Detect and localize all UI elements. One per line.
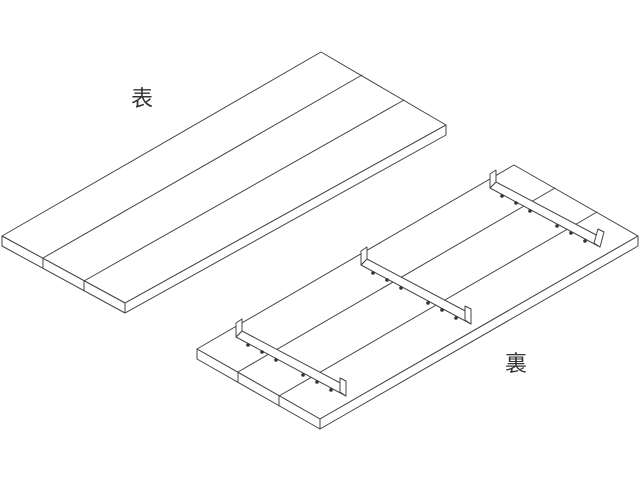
- front-board-seam-2: [83, 99, 405, 282]
- bracket-front-hole: [329, 388, 333, 392]
- bracket-front-hole: [246, 343, 250, 347]
- bracket-middle: [360, 246, 472, 325]
- bracket-middle-hole: [454, 316, 458, 320]
- bracket-front-end-tab: [339, 377, 347, 397]
- bracket-front-hole: [301, 373, 305, 377]
- back-side-label: 裏: [505, 352, 528, 377]
- front-board-seam-1: [42, 74, 363, 259]
- back-board-right-edge: [319, 235, 639, 430]
- bracket-front: [235, 318, 347, 397]
- bracket-middle-hole: [385, 278, 389, 282]
- bracket-front-hole: [315, 380, 319, 384]
- bracket-middle-hole: [399, 286, 403, 290]
- bracket-middle-hole: [371, 271, 375, 275]
- bracket-back-hole: [583, 239, 587, 243]
- bracket-back-hole: [514, 201, 518, 205]
- front-side-label: 表: [131, 87, 154, 112]
- bracket-front-hole: [260, 350, 264, 354]
- front-board-right-edge: [124, 124, 447, 314]
- bracket-back-flange: [489, 169, 497, 189]
- bracket-back-hole: [555, 224, 559, 228]
- bracket-back-hole: [528, 209, 532, 213]
- bracket-front-hole: [274, 358, 278, 362]
- bracket-back-end-tab: [593, 228, 605, 248]
- front-board: [1, 51, 447, 314]
- bracket-back-hole: [500, 194, 504, 198]
- bracket-back-hole: [569, 231, 573, 235]
- bracket-middle-hole: [440, 308, 444, 312]
- bracket-middle-hole: [426, 301, 430, 305]
- bracket-back: [489, 169, 605, 248]
- bracket-middle-end-tab: [464, 305, 472, 325]
- bracket-middle-flange: [360, 246, 368, 266]
